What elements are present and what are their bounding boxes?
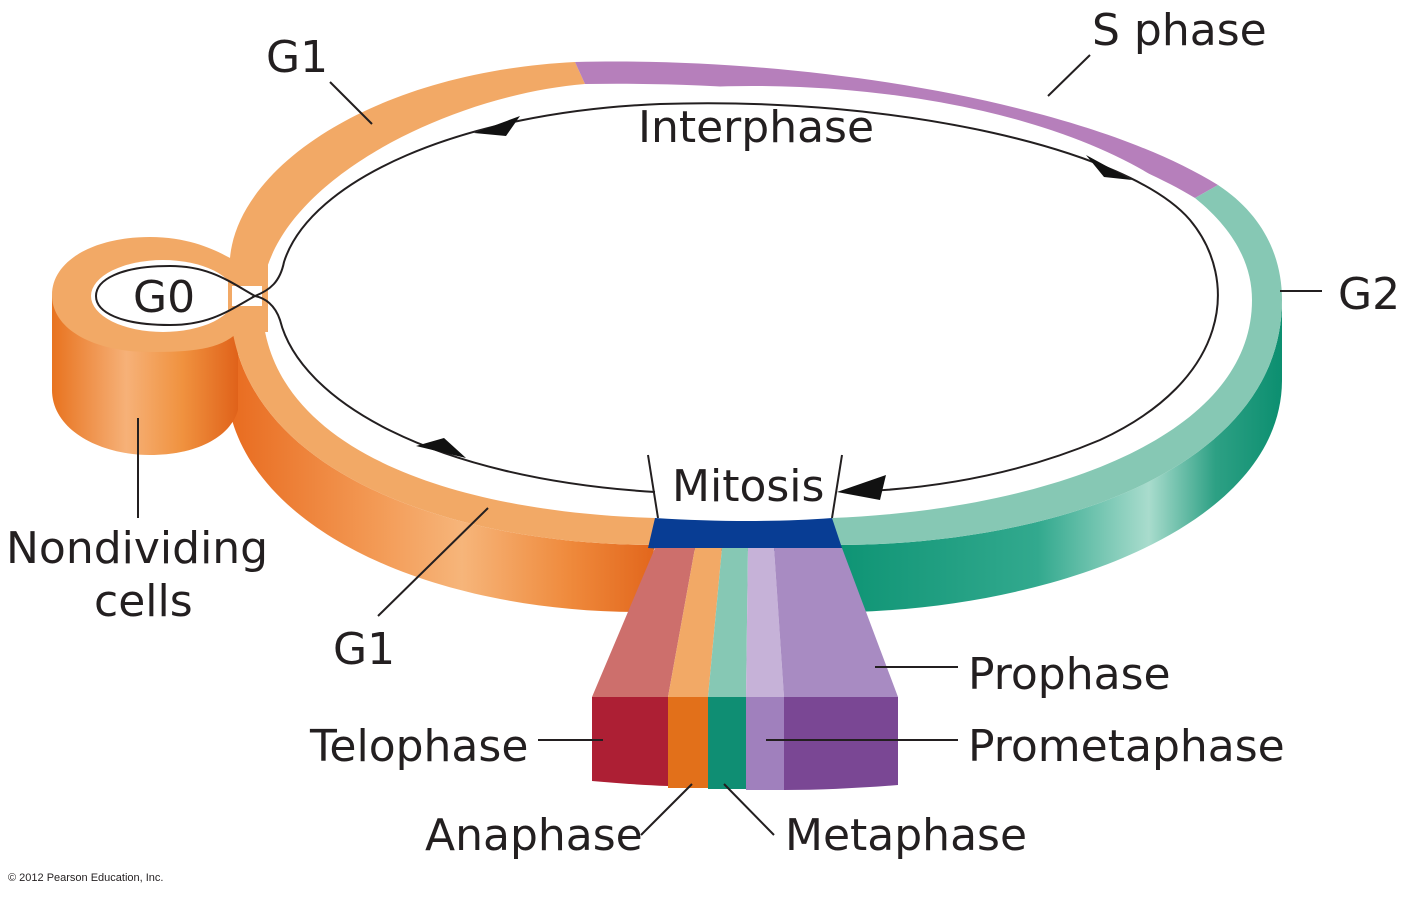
label-interphase: Interphase — [638, 102, 874, 153]
label-g1-bottom: G1 — [333, 624, 395, 675]
metaphase-front — [708, 697, 746, 789]
label-anaphase: Anaphase — [425, 810, 643, 861]
prophase-top — [774, 548, 898, 697]
telophase-top — [592, 548, 695, 697]
leader-anaphase — [640, 783, 693, 836]
label-nondividing: Nondividing — [6, 523, 268, 574]
g0-ring-hole — [91, 260, 235, 332]
leader-metaphase — [723, 783, 775, 836]
arrow-g2-bottom — [837, 475, 886, 500]
g0-loop-path — [94, 264, 256, 327]
arrow-g1-bottom — [416, 438, 466, 458]
prophase-front — [784, 697, 898, 790]
label-g0: G0 — [133, 272, 195, 323]
ring-side-green — [838, 300, 1282, 612]
telophase-front — [592, 697, 668, 786]
mitosis-bracket-left — [647, 454, 659, 519]
label-metaphase: Metaphase — [785, 810, 1027, 861]
label-telophase: Telophase — [309, 721, 528, 772]
leader-s-phase — [1047, 54, 1091, 97]
label-g1-top: G1 — [266, 32, 328, 83]
label-prometaphase: Prometaphase — [968, 721, 1285, 772]
label-cells: cells — [94, 576, 193, 627]
copyright-notice: © 2012 Pearson Education, Inc. — [8, 872, 163, 884]
label-mitosis: Mitosis — [672, 461, 824, 512]
arrow-s-phase — [1086, 155, 1132, 180]
prometaphase-top — [746, 548, 784, 697]
ring-top-s-phase — [575, 61, 1218, 198]
arrow-g1-top — [474, 116, 520, 136]
ring-connector-gap — [232, 286, 262, 306]
anaphase-front — [668, 697, 708, 788]
ring-top-g2 — [832, 185, 1282, 545]
label-prophase: Prophase — [968, 649, 1171, 700]
mitosis-bracket-right — [831, 454, 843, 519]
leader-g1-bottom — [377, 507, 489, 617]
leader-g1-top — [329, 81, 373, 125]
metaphase-top — [708, 548, 748, 697]
label-s-phase: S phase — [1092, 5, 1267, 56]
label-g2: G2 — [1338, 269, 1400, 320]
cycle-path — [251, 102, 1219, 493]
anaphase-top — [668, 548, 722, 697]
ring-side-orange — [226, 300, 655, 612]
prometaphase-front — [746, 697, 784, 790]
ring-inner-space — [262, 86, 1242, 510]
ring-top-mitosis — [648, 518, 842, 551]
